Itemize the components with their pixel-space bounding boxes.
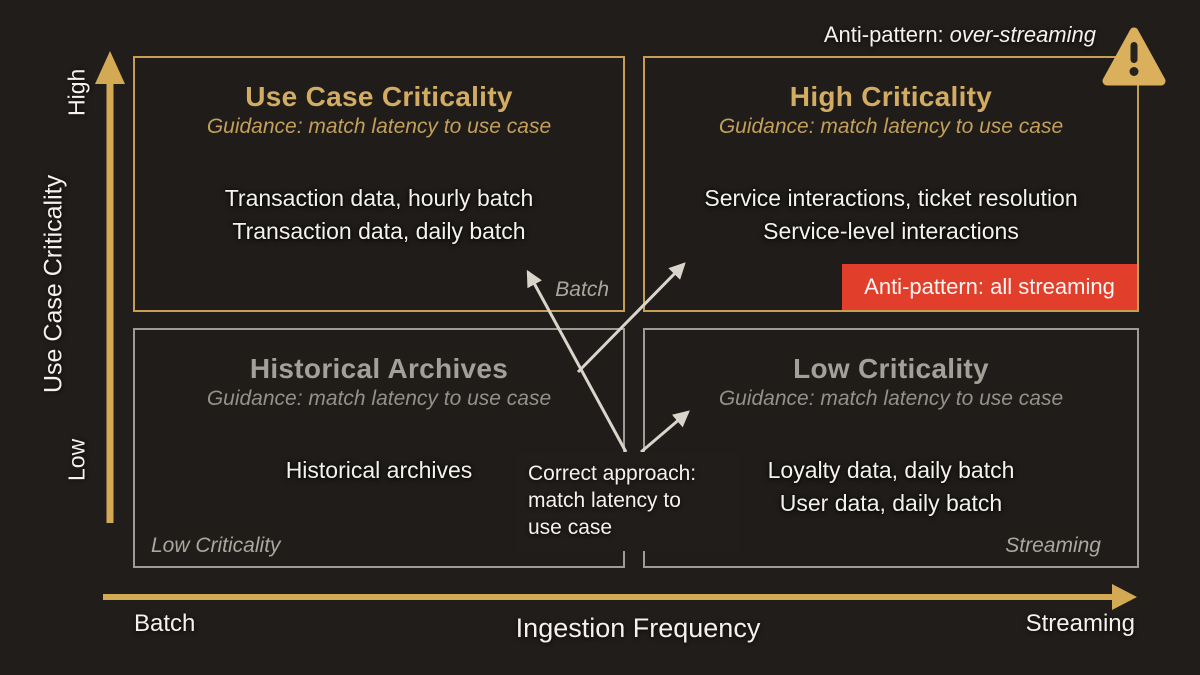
- quadrant-title: Low Criticality: [793, 353, 989, 384]
- y-axis-arrow: [95, 51, 125, 523]
- anti-pattern-header: Anti-pattern:over-streaming: [824, 22, 1096, 48]
- annotation-line: use case: [528, 516, 613, 539]
- quadrant-item: Loyalty data, daily batch: [767, 457, 1015, 483]
- quadrant-item: Historical archives: [285, 457, 473, 483]
- quadrant-item: Transaction data, daily batch: [232, 218, 526, 244]
- y-axis-tick-low: Low: [63, 438, 90, 482]
- quadrant-items: Transaction data, hourly batch Transacti…: [135, 182, 623, 248]
- correct-approach-annotation: Correct approach: match latency to use c…: [516, 452, 740, 551]
- quadrant-title: Use Case Criticality: [245, 81, 513, 112]
- annotation-line: Correct approach:: [528, 462, 697, 485]
- quadrant-item: Transaction data, hourly batch: [224, 185, 534, 211]
- quadrant-items: Service interactions, ticket resolution …: [645, 182, 1137, 248]
- quadrant-top-right: High Criticality Guidance: match latency…: [643, 56, 1139, 312]
- corner-label-streaming: Streaming: [1005, 534, 1101, 557]
- anti-pattern-header-prefix: Anti-pattern:: [823, 22, 944, 47]
- x-axis-arrow: [103, 584, 1137, 610]
- quadrant-guidance: Guidance: match latency to use case: [206, 387, 552, 410]
- quadrant-top-left: Use Case Criticality Guidance: match lat…: [133, 56, 625, 312]
- x-axis-label: Ingestion Frequency: [515, 613, 761, 643]
- x-axis-tick-streaming: Streaming: [1025, 610, 1135, 637]
- quadrant-item: Service interactions, ticket resolution: [704, 185, 1078, 211]
- quadrant-title: High Criticality: [789, 81, 993, 112]
- quadrant-item: User data, daily batch: [779, 490, 1003, 516]
- anti-pattern-header-value: over-streaming: [949, 22, 1096, 47]
- quadrant-title: Historical Archives: [249, 353, 509, 384]
- quadrant-items: Loyalty data, daily batch User data, dai…: [645, 454, 1137, 520]
- quadrant-guidance: Guidance: match latency to use case: [206, 115, 552, 138]
- x-axis-tick-batch: Batch: [134, 610, 196, 637]
- y-axis-label: Use Case Criticality: [39, 174, 68, 394]
- corner-label-batch: Batch: [555, 278, 609, 301]
- quadrant-item: Service-level interactions: [763, 218, 1019, 244]
- anti-pattern-badge: Anti-pattern: all streaming: [842, 264, 1137, 310]
- quadrant-bottom-right: Low Criticality Guidance: match latency …: [643, 328, 1139, 568]
- corner-label-low-criticality: Low Criticality: [151, 534, 281, 557]
- quadrant-guidance: Guidance: match latency to use case: [718, 115, 1064, 138]
- annotation-line: match latency to: [528, 489, 681, 512]
- y-axis-tick-high: High: [63, 68, 90, 116]
- quadrant-items: Historical archives: [135, 454, 623, 487]
- quadrant-guidance: Guidance: match latency to use case: [718, 387, 1064, 410]
